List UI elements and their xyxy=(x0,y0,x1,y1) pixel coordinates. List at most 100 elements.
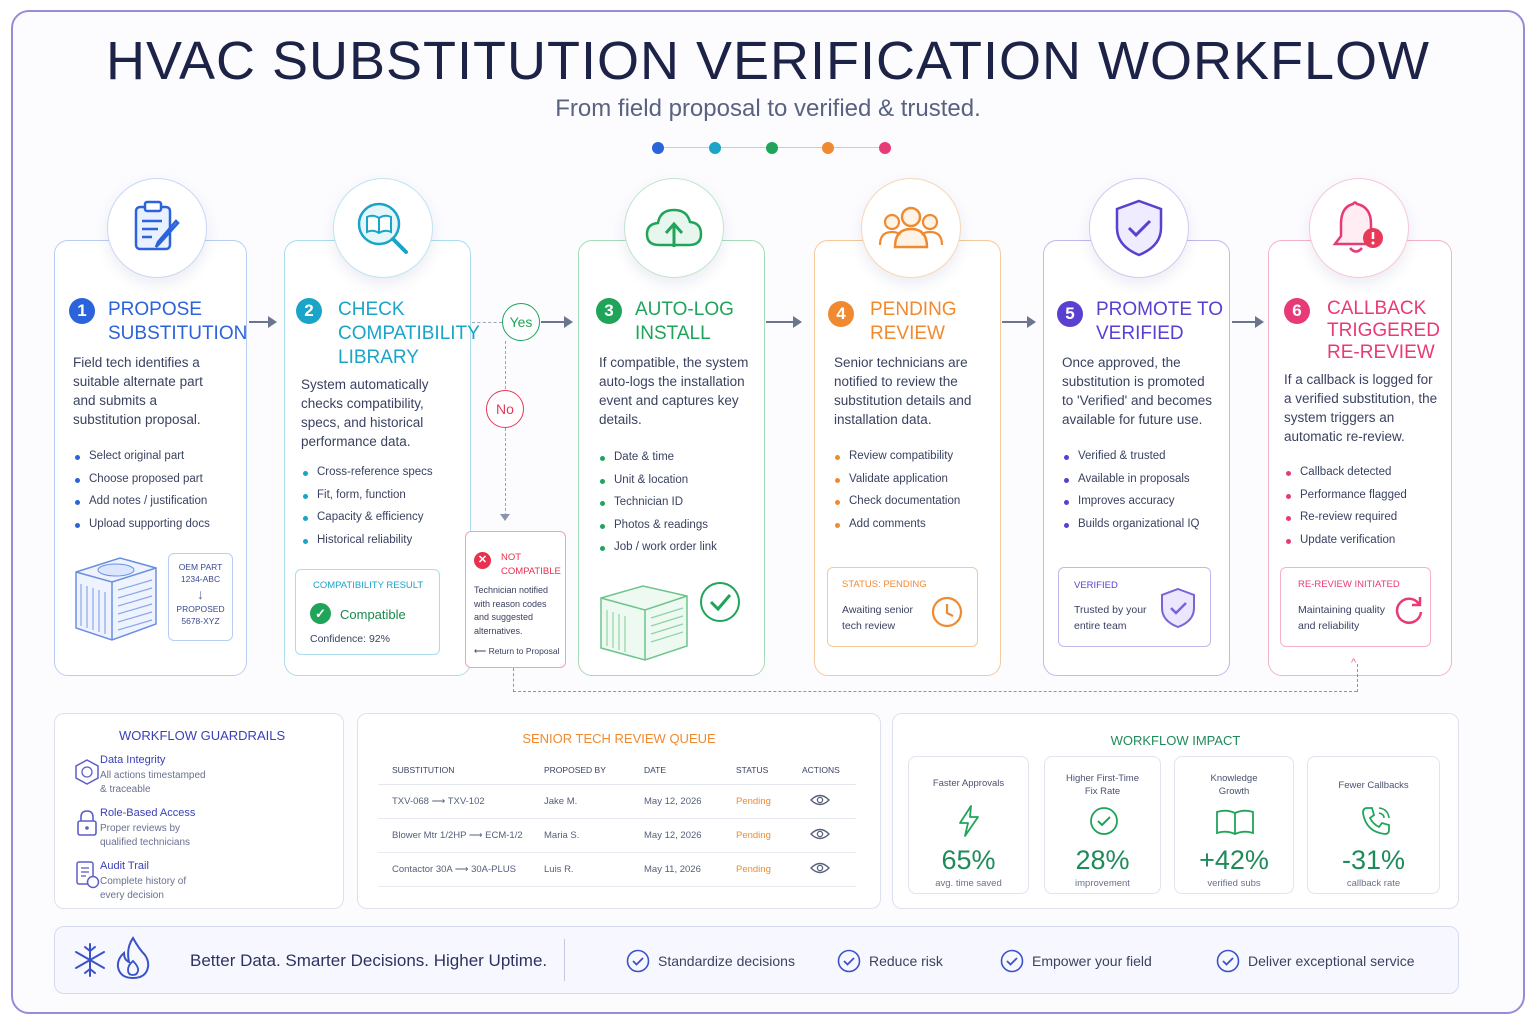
label-line: Knowledge xyxy=(1210,773,1258,784)
status-text-line: and reliability xyxy=(1298,620,1360,632)
dot-blue xyxy=(652,142,664,154)
verified-box: VERIFIED Trusted by your entire team xyxy=(1058,567,1211,647)
dashed-connector xyxy=(472,322,502,323)
metric-value: +42% xyxy=(1199,845,1269,875)
guardrail-desc: All actions timestamped& traceable xyxy=(100,769,206,797)
column-header: PROPOSED BY xyxy=(530,756,630,785)
label-line: COMPATIBLE xyxy=(501,566,561,577)
bullet-item: Available in proposals xyxy=(1062,473,1199,496)
step-title-callback: CALLBACK TRIGGERED RE-REVIEW xyxy=(1327,298,1440,364)
view-button[interactable] xyxy=(788,784,856,819)
view-button[interactable] xyxy=(788,852,856,887)
loop-connector xyxy=(513,668,514,692)
banner-item-label: Reduce risk xyxy=(869,953,943,969)
bullet-item: Re-review required xyxy=(1284,511,1407,534)
loop-connector xyxy=(513,691,1357,692)
status-text-line: entire team xyxy=(1074,620,1127,632)
cell-proposed-by: Maria S. xyxy=(530,818,630,853)
status-text: Awaiting senior tech review xyxy=(842,602,913,634)
step-title-pending: PENDING REVIEW xyxy=(870,298,957,346)
cell-substitution: Contactor 30A ⟶ 30A-PLUS xyxy=(378,852,530,887)
cell-proposed-by: Jake M. xyxy=(530,784,630,819)
step-title-check: CHECK COMPATIBILITY LIBRARY xyxy=(338,298,480,370)
users-icon xyxy=(861,178,961,278)
proposed-value: 5678-XYZ xyxy=(181,616,220,626)
shield-check-small-icon xyxy=(1159,586,1197,635)
bullet-item: Job / work order link xyxy=(598,541,717,564)
banner-item: Empower your field xyxy=(1000,949,1152,973)
cell-date: May 11, 2026 xyxy=(630,852,722,887)
step-title-propose: PROPOSE SUBSTITUTION xyxy=(108,298,247,346)
metric-sub: improvement xyxy=(1075,878,1130,889)
banner-item: Deliver exceptional service xyxy=(1216,949,1415,973)
metric-value: 28% xyxy=(1075,845,1130,875)
book-search-icon xyxy=(333,178,433,278)
x-icon: ✕ xyxy=(474,552,491,569)
guardrail-title: Role-Based Access xyxy=(100,807,196,819)
eye-icon xyxy=(810,828,830,839)
table-row[interactable]: TXV-068 ⟶ TXV-102 Jake M. May 12, 2026 P… xyxy=(378,784,856,819)
step-title-line: LIBRARY xyxy=(338,347,419,368)
page-subtitle: From field proposal to verified & truste… xyxy=(555,95,981,122)
metric-sub: callback rate xyxy=(1346,878,1401,889)
view-button[interactable] xyxy=(788,818,856,853)
status-badge: Pending xyxy=(722,784,788,819)
desc-line: qualified technicians xyxy=(100,837,191,848)
dot-pink xyxy=(879,142,891,154)
step-title-line: INSTALL xyxy=(635,323,711,344)
arrow-down-icon: ↓ xyxy=(197,586,204,602)
dot-green xyxy=(766,142,778,154)
step-bullets: Review compatibility Validate applicatio… xyxy=(833,450,960,540)
table-row[interactable]: Blower Mtr 1/2HP ⟶ ECM-1/2 Maria S. May … xyxy=(378,818,856,853)
dashed-connector xyxy=(505,428,506,516)
return-to-proposal-link[interactable]: ⟵ Return to Proposal xyxy=(474,646,559,657)
bullet-item: Review compatibility xyxy=(833,450,960,473)
bullet-item: Builds organizational IQ xyxy=(1062,518,1199,541)
banner-item-label: Empower your field xyxy=(1032,953,1152,969)
bullet-item: Validate application xyxy=(833,473,960,496)
check-icon: ✓ xyxy=(310,603,331,624)
desc-line: Proper reviews by xyxy=(100,823,181,834)
cloud-upload-icon xyxy=(624,178,724,278)
chevron-up-icon: ^ xyxy=(1351,657,1357,669)
step-title-autolog: AUTO-LOG INSTALL xyxy=(635,298,734,346)
flow-arrow xyxy=(1002,316,1036,328)
step-title-line: REVIEW xyxy=(870,323,945,344)
phone-icon xyxy=(1360,805,1392,842)
shield-check-icon xyxy=(1089,178,1189,278)
status-heading: STATUS: PENDING xyxy=(842,579,927,590)
not-compatible-text: Technician notified with reason codes an… xyxy=(474,585,549,636)
workflow-impact-panel: WORKFLOW IMPACT Faster Approvals 65% avg… xyxy=(892,713,1459,909)
dot-orange xyxy=(822,142,834,154)
status-text-line: Maintaining quality xyxy=(1298,604,1385,616)
metric-value: 65% xyxy=(941,845,996,875)
compatibility-result-box: COMPATIBILITY RESULT ✓ Compatible Confid… xyxy=(295,569,440,655)
status-heading: VERIFIED xyxy=(1074,580,1118,591)
column-header: ACTIONS xyxy=(788,756,856,785)
step-title-line: CALLBACK xyxy=(1327,298,1427,319)
bullet-item: Add comments xyxy=(833,518,960,541)
arrow-left-icon: ⟵ xyxy=(474,646,489,656)
column-header: STATUS xyxy=(722,756,788,785)
flame-icon xyxy=(115,935,151,986)
table-header-row: SUBSTITUTION PROPOSED BY DATE STATUS ACT… xyxy=(378,756,856,785)
decision-no: No xyxy=(486,390,524,428)
bell-alert-icon xyxy=(1309,178,1409,278)
oem-value: 1234-ABC xyxy=(180,574,221,584)
step-description: Once approved, the substitution is promo… xyxy=(1062,355,1212,427)
desc-line: every decision xyxy=(100,890,164,901)
status-heading: RE-REVIEW INITIATED xyxy=(1298,579,1400,590)
status-text: Trusted by your entire team xyxy=(1074,602,1147,634)
label-line: Growth xyxy=(1218,786,1250,797)
lightning-icon xyxy=(956,804,982,843)
step-number-2: 2 xyxy=(296,298,322,324)
step-number-3: 3 xyxy=(596,298,622,324)
result-status: Compatible xyxy=(340,607,406,622)
desc-line: & traceable xyxy=(100,784,151,795)
guardrail-desc: Proper reviews by qualified technicians xyxy=(100,822,190,850)
table-row[interactable]: Contactor 30A ⟶ 30A-PLUS Luis R. May 11,… xyxy=(378,852,856,887)
step-description: If a callback is logged for a verified s… xyxy=(1284,372,1438,444)
guardrails-title: WORKFLOW GUARDRAILS xyxy=(119,728,286,743)
check-circle-icon xyxy=(1089,806,1119,841)
